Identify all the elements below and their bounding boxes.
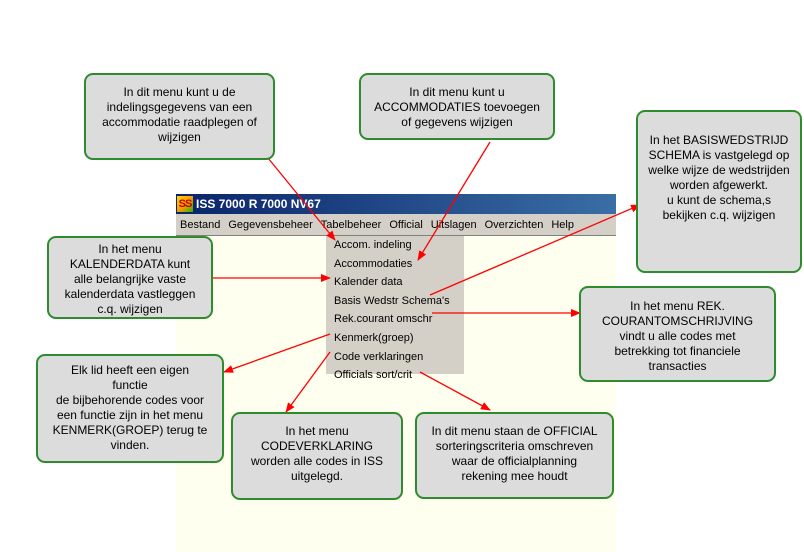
tabelbeheer-dropdown: Accom. indeling Accommodaties Kalender d… xyxy=(326,236,464,381)
dropdown-item-officials-sort[interactable]: Officials sort/crit xyxy=(334,369,413,382)
dropdown-item-kalender-data[interactable]: Kalender data xyxy=(334,276,403,289)
callout-rek-courant: In het menu REK. COURANTOMSCHRIJVING vin… xyxy=(579,286,776,382)
menu-official[interactable]: Official xyxy=(389,218,423,231)
window-title: ISS 7000 R 7000 NV67 xyxy=(196,197,321,211)
menu-help[interactable]: Help xyxy=(551,218,574,231)
menu-bestand[interactable]: Bestand xyxy=(180,218,221,231)
dropdown-item-rek-courant[interactable]: Rek.courant omschr xyxy=(334,313,433,326)
menu-overzichten[interactable]: Overzichten xyxy=(484,218,544,231)
dropdown-item-accommodaties[interactable]: Accommodaties xyxy=(334,257,413,270)
app-logo-icon: SS xyxy=(177,196,193,212)
callout-codeverklaring: In het menu CODEVERKLARING worden alle c… xyxy=(231,412,403,500)
dropdown-item-kenmerk-groep[interactable]: Kenmerk(groep) xyxy=(334,331,414,344)
menu-uitslagen[interactable]: Uitslagen xyxy=(430,218,477,231)
callout-basis-schema: In het BASISWEDSTRIJD SCHEMA is vastgele… xyxy=(636,110,802,273)
callout-accommodaties: In dit menu kunt u ACCOMMODATIES toevoeg… xyxy=(359,73,555,140)
menu-gegevensbeheer[interactable]: Gegevensbeheer xyxy=(228,218,313,231)
dropdown-item-code-verklaringen[interactable]: Code verklaringen xyxy=(334,350,424,363)
menu-tabelbeheer[interactable]: Tabelbeheer xyxy=(320,218,382,231)
callout-kenmerk: Elk lid heeft een eigen functie de bijbe… xyxy=(36,354,224,463)
callout-kalenderdata: In het menu KALENDERDATA kunt alle belan… xyxy=(47,236,213,319)
callout-accom-indeling: In dit menu kunt u de indelingsgegevens … xyxy=(84,73,275,160)
dropdown-item-accom-indeling[interactable]: Accom. indeling xyxy=(334,239,412,251)
dropdown-item-basis-wedstr-schemas[interactable]: Basis Wedstr Schema's xyxy=(334,294,450,307)
title-bar[interactable]: SS ISS 7000 R 7000 NV67 xyxy=(176,194,616,214)
callout-official: In dit menu staan de OFFICIAL sorterings… xyxy=(415,412,614,499)
menu-bar: Bestand Gegevensbeheer Tabelbeheer Offic… xyxy=(176,214,616,236)
